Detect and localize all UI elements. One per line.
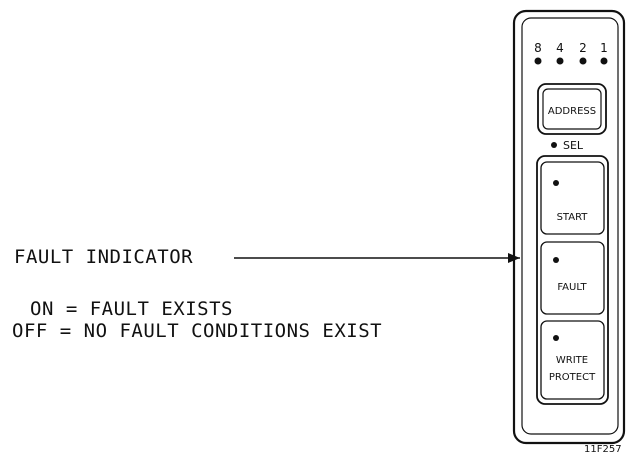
figure-id: 11F257 <box>584 444 622 455</box>
fault-indicator-arrowhead <box>508 253 520 263</box>
fault-indicator-label: FAULT INDICATOR <box>14 246 194 268</box>
fault-button[interactable]: FAULT <box>540 241 605 315</box>
sel-label: SEL <box>563 139 584 152</box>
address-button-label: ADDRESS <box>548 106 596 117</box>
write-protect-label-line2: PROTECT <box>549 372 596 383</box>
start-button-label: START <box>557 212 589 223</box>
start-button[interactable]: START <box>540 161 605 235</box>
start-led <box>553 180 559 186</box>
address-bit-1-led <box>600 57 608 65</box>
address-bit-8-label: 8 <box>534 41 542 55</box>
write-protect-label-line1: WRITE <box>556 355 588 366</box>
address-bit-8-led <box>534 57 542 65</box>
address-bit-2-label: 2 <box>579 41 587 55</box>
address-bit-4-label: 4 <box>556 41 564 55</box>
address-bit-2-led <box>579 57 587 65</box>
fault-on-legend: ON = FAULT EXISTS <box>30 298 233 320</box>
fault-off-legend: OFF = NO FAULT CONDITIONS EXIST <box>12 320 383 342</box>
panel-inner-border <box>521 17 619 435</box>
sel-led <box>551 142 557 148</box>
address-button[interactable]: ADDRESS <box>537 83 607 135</box>
address-bit-1-label: 1 <box>600 41 608 55</box>
button-column-frame <box>536 155 609 405</box>
write-protect-led <box>553 335 559 341</box>
fault-button-label: FAULT <box>557 282 587 293</box>
address-bit-4-led <box>556 57 564 65</box>
fault-indicator-led <box>553 257 559 263</box>
write-protect-button[interactable]: WRITE PROTECT <box>540 320 605 400</box>
panel-outline <box>512 9 626 445</box>
